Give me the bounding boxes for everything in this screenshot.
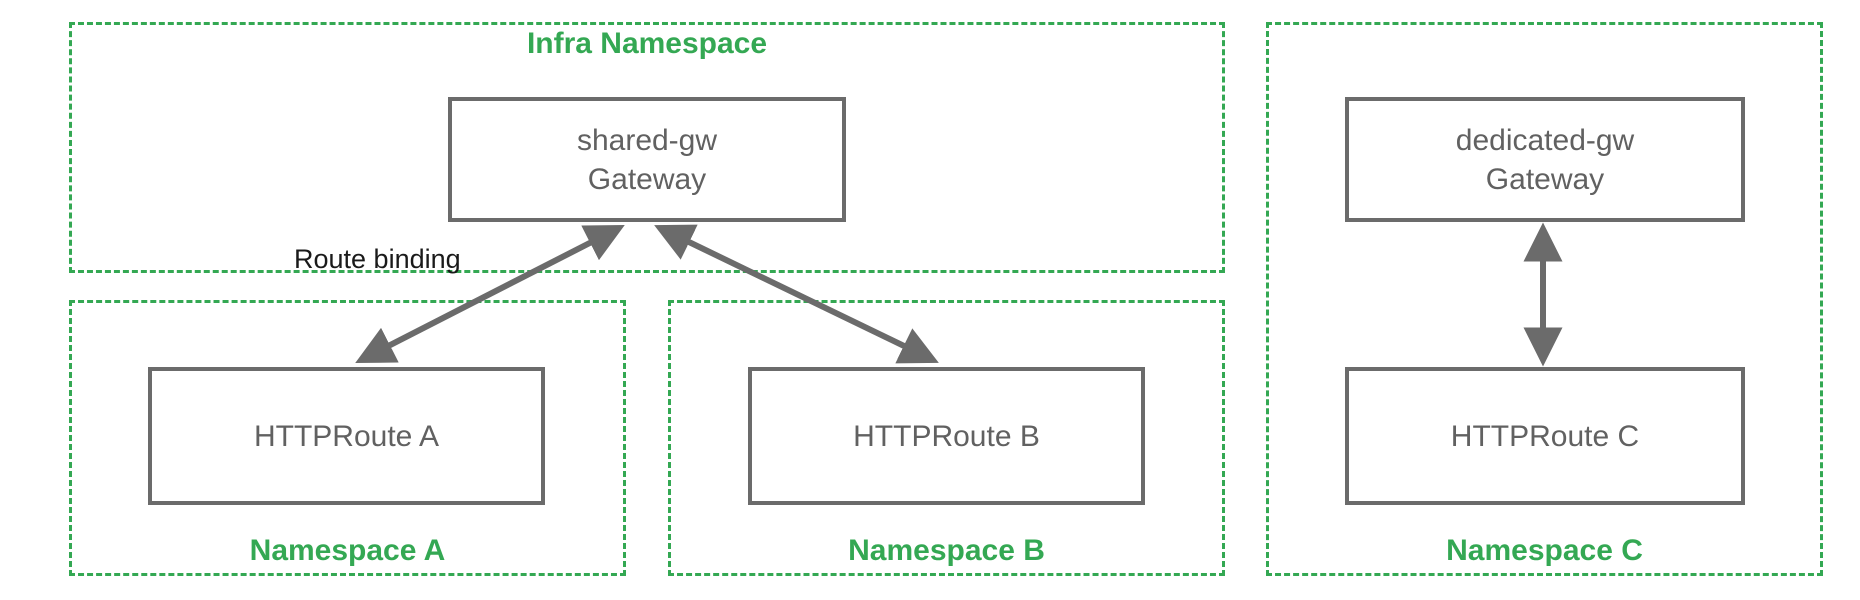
edge-label-route-binding: Route binding (294, 244, 461, 274)
node-shared-gw-gateway[interactable]: shared-gw Gateway (448, 97, 846, 222)
namespace-box-c (1266, 22, 1823, 576)
node-httproute-a[interactable]: HTTPRoute A (148, 367, 545, 505)
namespace-box-b (668, 300, 1225, 576)
namespace-label-infra: Infra Namespace (526, 27, 768, 60)
namespace-label-b: Namespace B (848, 534, 1045, 567)
node-dedicated-gw-gateway[interactable]: dedicated-gw Gateway (1345, 97, 1745, 222)
namespace-box-infra (69, 22, 1225, 273)
namespace-label-c: Namespace C (1446, 534, 1643, 567)
namespace-label-a: Namespace A (249, 534, 446, 567)
node-httproute-c[interactable]: HTTPRoute C (1345, 367, 1745, 505)
node-httproute-b[interactable]: HTTPRoute B (748, 367, 1145, 505)
namespace-box-a (69, 300, 626, 576)
